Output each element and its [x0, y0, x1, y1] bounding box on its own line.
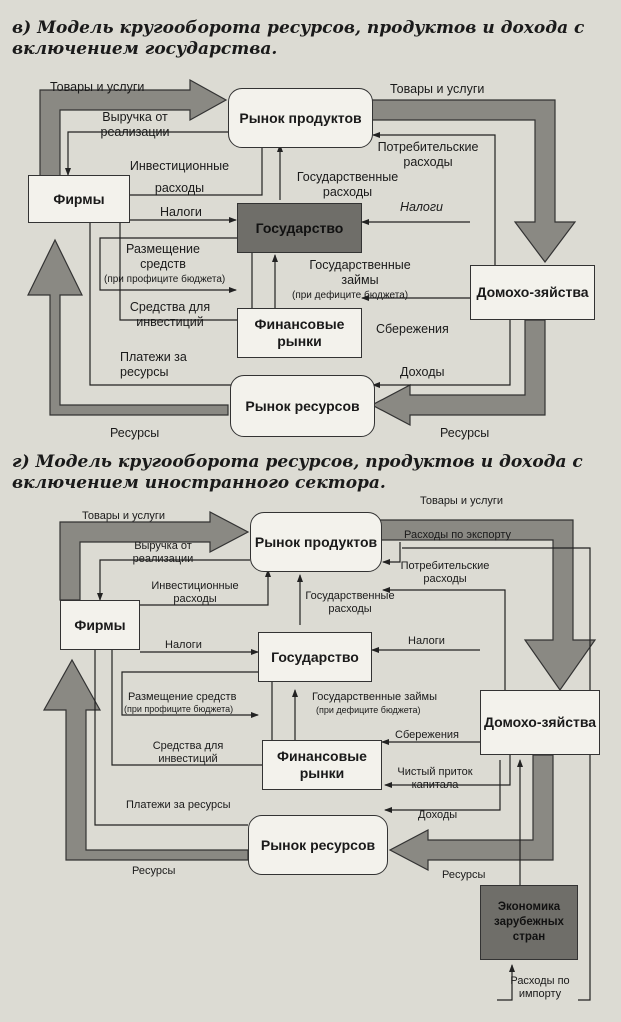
g-label-taxes-households: Налоги — [408, 635, 445, 647]
g-label-goods-left: Товары и услуги — [82, 510, 166, 522]
g-label-net-capital: Чистый приток капитала — [397, 766, 473, 791]
g-foreign-node: Экономика зарубежных стран — [480, 885, 578, 960]
diagram-v-thick-flows — [27, 78, 577, 426]
g-label-funds-investment: Средства для инвестиций — [152, 740, 224, 765]
diagram-v-title: в) Модель кругооборота ресурсов, продукт… — [12, 18, 585, 59]
g-label-resources-right: Ресурсы — [442, 869, 486, 881]
g-label-incomes: Доходы — [418, 809, 458, 821]
g-label-placement: Размещение средств — [128, 691, 237, 703]
g-label-taxes-firms: Налоги — [165, 639, 202, 651]
diagram-g-title: г) Модель кругооборота ресурсов, продукт… — [12, 452, 583, 493]
v-label-resources-right: Ресурсы — [440, 426, 490, 440]
g-label-export-spending: Расходы по экспорту — [404, 529, 512, 541]
v-label-investment-spending: Инвестиционные расходы — [129, 159, 230, 195]
v-label-funds-investment: Средства для инвестиций — [129, 300, 211, 329]
v-label-payments-resources: Платежи за ресурсы — [120, 350, 187, 379]
v-financial-markets-node: Финансовые рынки — [237, 308, 362, 358]
v-goods-left-arrow — [39, 78, 228, 181]
v-label-gov-loans-note: (при дефиците бюджета) — [292, 290, 409, 301]
g-label-consumer-spending: Потребительские расходы — [400, 560, 490, 585]
g-label-resources-left: Ресурсы — [132, 865, 176, 877]
g-resource-market-node: Рынок ресурсов — [248, 815, 388, 875]
g-government-node: Государство — [258, 632, 372, 682]
g-label-payments-resources: Платежи за ресурсы — [126, 799, 231, 811]
v-label-resources-left: Ресурсы — [110, 426, 160, 440]
v-government-node: Государство — [237, 203, 362, 253]
v-resources-left-arrow — [27, 238, 229, 416]
v-label-savings: Сбережения — [376, 322, 449, 336]
g-product-market-node: Рынок продуктов — [250, 512, 382, 572]
g-goods-left-arrow — [59, 511, 250, 601]
v-label-taxes-households: Налоги — [400, 200, 443, 214]
g-label-goods-right: Товары и услуги — [420, 495, 504, 507]
g-label-gov-loans: Государственные займы — [312, 691, 438, 703]
g-label-revenue: Выручка от реализации — [132, 540, 194, 565]
g-financial-markets-node: Финансовые рынки — [262, 740, 382, 790]
g-label-investment-spending: Инвестиционные расходы — [151, 580, 239, 605]
g-label-gov-spending: Государственные расходы — [305, 590, 395, 615]
v-label-goods-left: Товары и услуги — [50, 80, 145, 94]
v-firms-node: Фирмы — [28, 175, 130, 223]
g-households-node: Домохо-зяйства — [480, 690, 600, 755]
v-resource-market-node: Рынок ресурсов — [230, 375, 375, 437]
g-label-savings: Сбережения — [395, 729, 460, 741]
diagram-g-thin-flows — [92, 542, 591, 1001]
v-goods-right-arrow — [371, 99, 577, 263]
v-label-placement: Размещение средств — [126, 242, 200, 271]
v-label-revenue: Выручка от реализации — [100, 110, 170, 139]
g-firms-node: Фирмы — [60, 600, 140, 650]
v-product-market-node: Рынок продуктов — [228, 88, 373, 148]
diagram-v-thin-flows — [65, 131, 511, 388]
v-label-goods-right: Товары и услуги — [390, 82, 485, 96]
v-label-taxes-firms: Налоги — [160, 205, 202, 219]
v-households-node: Домохо-зяйства — [470, 265, 595, 320]
v-resources-right-arrow — [370, 319, 546, 426]
v-label-incomes: Доходы — [400, 365, 445, 379]
g-label-placement-note: (при профиците бюджета) — [124, 704, 234, 714]
v-label-placement-note: (при профиците бюджета) — [104, 274, 226, 285]
v-label-gov-loans: Государственные займы — [309, 258, 411, 287]
g-label-gov-loans-note: (при дефиците бюджета) — [316, 705, 421, 715]
g-resources-right-arrow — [388, 754, 554, 871]
g-goods-right-arrow — [371, 519, 597, 692]
v-label-consumer-spending: Потребительские расходы — [377, 140, 479, 169]
v-label-gov-spending: Государственные расходы — [296, 170, 399, 199]
g-label-import-spending: Расходы по импорту — [510, 975, 570, 1000]
